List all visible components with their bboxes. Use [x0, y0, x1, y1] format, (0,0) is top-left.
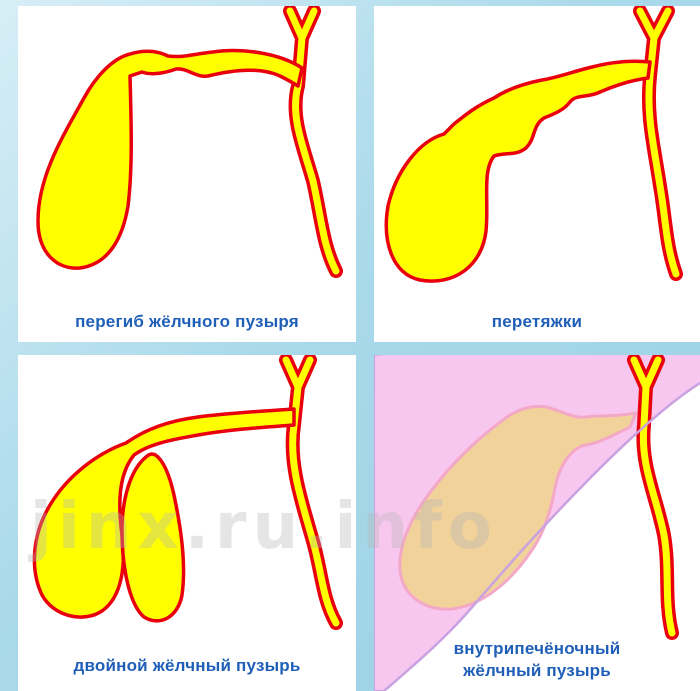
panel-intrahepatic-gallbladder: внутрипечёночный жёлчный пузырь [374, 355, 700, 691]
panel-caption: двойной жёлчный пузырь [18, 655, 356, 677]
panel-caption: внутрипечёночный жёлчный пузырь [374, 638, 700, 682]
panel-caption: перетяжки [374, 311, 700, 333]
gallbladder-shape [386, 61, 650, 281]
bile-duct [640, 11, 676, 274]
gallbladder-shape [38, 51, 302, 269]
caption-line: перетяжки [374, 311, 700, 333]
gallbladder-bend-diagram [18, 6, 356, 342]
constrictions-diagram [374, 6, 700, 342]
panel-constrictions: перетяжки [374, 6, 700, 342]
panel-caption: перегиб жёлчного пузыря [18, 311, 356, 333]
double-gallbladder-diagram [18, 355, 356, 691]
caption-line: двойной жёлчный пузырь [18, 655, 356, 677]
panel-gallbladder-bend: перегиб жёлчного пузыря [18, 6, 356, 342]
bile-duct [290, 11, 336, 271]
caption-line: перегиб жёлчного пузыря [18, 311, 356, 333]
gallbladder-right-lobe [122, 454, 184, 621]
caption-line: жёлчный пузырь [374, 660, 700, 682]
panel-double-gallbladder: двойной жёлчный пузырь [18, 355, 356, 691]
caption-line: внутрипечёночный [374, 638, 700, 660]
